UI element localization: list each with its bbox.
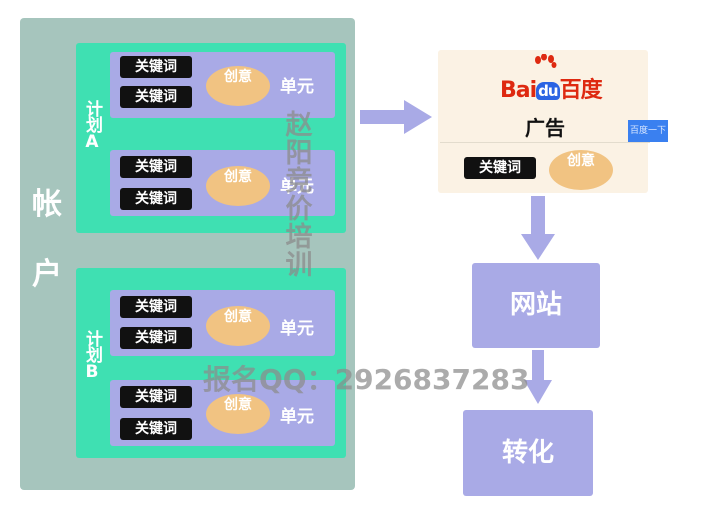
unit-b1-idea: 创意 <box>206 306 270 346</box>
unit-b2-keyword-1: 关键词 <box>120 386 192 408</box>
unit-a2-label: 单元 <box>280 177 314 197</box>
unit-b1-label: 单元 <box>280 319 314 339</box>
unit-b2-idea: 创意 <box>206 394 270 434</box>
arrow-down-icon <box>521 196 555 260</box>
plan-b-label: 计划B <box>82 330 102 381</box>
baidu-logo-du: du <box>536 82 560 100</box>
unit-b2-keyword-2: 关键词 <box>120 418 192 440</box>
watermark-vertical: 赵阳竞价培训 <box>285 110 313 281</box>
arrow-right-icon <box>360 100 432 134</box>
website-node: 网站 <box>472 263 600 348</box>
unit-b1-keyword-1: 关键词 <box>120 296 192 318</box>
unit-a1-label: 单元 <box>280 77 314 97</box>
unit-a2-keyword-1: 关键词 <box>120 156 192 178</box>
baidu-logo-cn: 百度 <box>559 78 603 103</box>
search-box-line <box>440 142 650 143</box>
conversion-node: 转化 <box>463 410 593 496</box>
plan-a-label: 计划A <box>82 100 102 151</box>
unit-a2-idea: 创意 <box>206 166 270 206</box>
arrow-down-icon-2 <box>524 350 552 404</box>
ad-keyword: 关键词 <box>464 157 536 179</box>
search-button[interactable]: 百度一下 <box>628 120 668 142</box>
unit-a1-keyword-2: 关键词 <box>120 86 192 108</box>
unit-b2-label: 单元 <box>280 407 314 427</box>
account-label: 帐户 <box>32 187 62 292</box>
baidu-paw-icon <box>535 54 557 68</box>
ad-idea: 创意 <box>549 150 613 190</box>
unit-b1-keyword-2: 关键词 <box>120 327 192 349</box>
unit-a1-keyword-1: 关键词 <box>120 56 192 78</box>
watermark-horizontal: 报名QQ：2926837283 <box>203 363 530 396</box>
unit-a1-idea: 创意 <box>206 66 270 106</box>
baidu-logo-bai: Bai <box>500 78 537 103</box>
unit-a2-keyword-2: 关键词 <box>120 188 192 210</box>
ad-label: 广告 <box>525 116 565 140</box>
